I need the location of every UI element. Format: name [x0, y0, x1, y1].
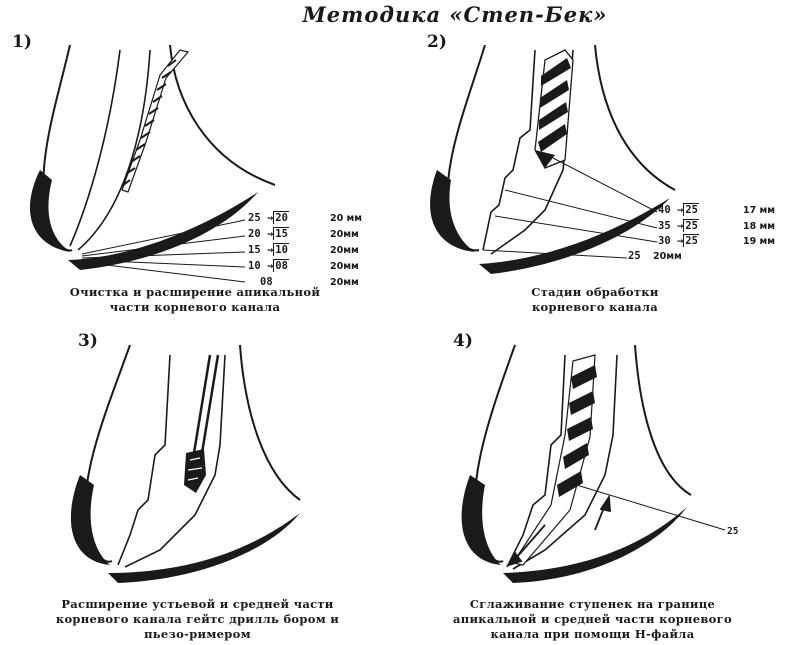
file-size-label: 25: [727, 526, 738, 537]
file-label-row: 10 →08: [248, 260, 289, 272]
length-label: 20мм: [330, 261, 359, 272]
panel-2-processing-stages: 2) 40 →25 17 мм 35 →25 18 мм 30 →25 19 м…: [395, 20, 790, 340]
gates-drill-icon: [184, 355, 218, 493]
length-label: 20мм: [330, 229, 359, 240]
length-label: 20мм: [330, 245, 359, 256]
file-label-row: 25: [628, 250, 641, 262]
h-file-icon: [535, 50, 573, 168]
file-label-row: 35 →25: [658, 220, 699, 232]
file-label-row: 15 →10: [248, 244, 289, 256]
file-label-row: 25 →20: [248, 212, 289, 224]
length-label: 19 мм: [743, 236, 775, 247]
length-label: 20 мм: [330, 213, 362, 224]
file-label-row: 30 →25: [658, 235, 699, 247]
file-label-row: 20 →15: [248, 228, 289, 240]
file-label-row: 40 →25: [658, 204, 699, 216]
length-label: 20мм: [653, 251, 682, 262]
h-file-icon: [513, 355, 597, 565]
k-file-icon: [122, 50, 188, 192]
length-label: 18 мм: [743, 221, 775, 232]
length-label: 17 мм: [743, 205, 775, 216]
panel-1-apical-cleaning: 1) 25 →20 20 мм 20 →15 20мм 15 →10 20мм …: [0, 20, 395, 340]
